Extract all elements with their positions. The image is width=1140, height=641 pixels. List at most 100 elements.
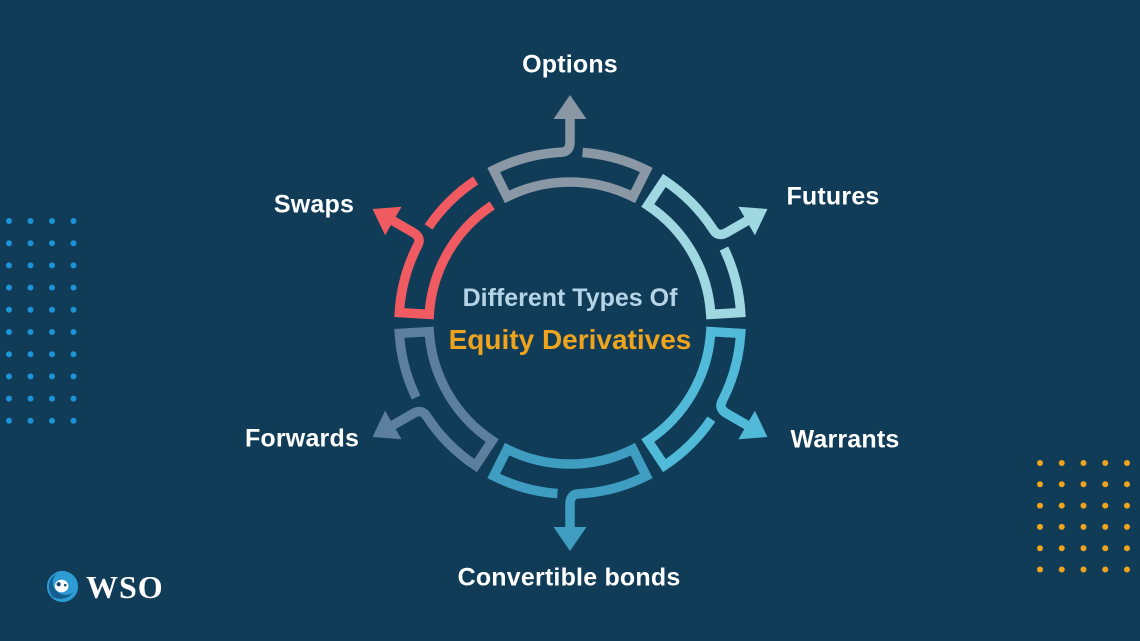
decorative-dot: [6, 329, 12, 335]
diagram-title: Different Types Of Equity Derivatives: [449, 284, 692, 356]
decorative-dot: [49, 417, 55, 424]
decorative-dot: [1037, 481, 1043, 488]
decorative-dot: [1124, 502, 1130, 509]
segment-label-options: Options: [522, 50, 618, 79]
decorative-dot: [1037, 566, 1043, 573]
decorative-dot: [49, 240, 55, 247]
arrow-head-icon: [553, 527, 587, 551]
decorative-dot: [1080, 566, 1087, 573]
decorative-dot: [27, 395, 34, 402]
segment-arc: [388, 176, 495, 320]
decorative-dot: [27, 262, 34, 269]
decorative-dot: [70, 351, 77, 358]
decorative-dot: [27, 329, 34, 335]
decorative-dot: [1037, 545, 1043, 552]
segment-convertible-bonds: [487, 442, 653, 551]
decorative-dot: [1080, 545, 1087, 552]
segment-label-warrants: Warrants: [790, 425, 900, 454]
decorative-dot: [49, 218, 55, 224]
diagram-title-line2: Equity Derivatives: [448, 324, 692, 355]
decorative-dot: [1124, 566, 1130, 573]
segment-arc: [641, 173, 752, 320]
decorative-dot: [27, 373, 34, 380]
decorative-dot: [1102, 460, 1109, 466]
decorative-dot: [70, 218, 77, 224]
left-dots-pattern: [6, 218, 77, 424]
decorative-dot: [1102, 502, 1109, 509]
wso-logo-text: WSO: [86, 568, 164, 605]
arrow-head-icon: [738, 410, 768, 440]
decorative-dot: [1102, 481, 1109, 488]
decorative-dot: [6, 373, 12, 380]
segment-arc: [388, 326, 499, 473]
decorative-dot: [27, 306, 34, 313]
segment-label-forwards: Forwards: [244, 424, 360, 453]
decorative-dot: [6, 306, 12, 313]
decorative-dot: [49, 262, 55, 269]
segment-arc: [641, 326, 752, 473]
segment-warrants: [641, 326, 768, 473]
decorative-dot: [6, 240, 12, 247]
decorative-dot: [70, 373, 77, 380]
decorative-dot: [1058, 460, 1065, 466]
decorative-dot: [49, 351, 55, 358]
decorative-dot: [1037, 523, 1043, 530]
wso-logo: WSO: [46, 570, 164, 603]
segment-label-futures: Futures: [786, 182, 880, 211]
decorative-dot: [70, 262, 77, 269]
decorative-dot: [27, 417, 34, 424]
wso-monkey-icon: [46, 570, 79, 603]
decorative-dot: [1102, 566, 1109, 573]
decorative-dot: [49, 395, 55, 402]
decorative-dot: [1124, 545, 1130, 552]
segment-futures: [641, 173, 768, 320]
decorative-dot: [1058, 481, 1065, 488]
decorative-dot: [6, 417, 12, 424]
decorative-dot: [49, 306, 55, 313]
decorative-dot: [1080, 502, 1087, 509]
decorative-dot: [1058, 523, 1065, 530]
decorative-dot: [49, 329, 55, 335]
decorative-dot: [27, 351, 34, 358]
decorative-dot: [27, 284, 34, 291]
decorative-dot: [70, 284, 77, 291]
decorative-dot: [1124, 460, 1130, 466]
arrow-head-icon: [553, 95, 587, 119]
decorative-dot: [1037, 502, 1043, 509]
decorative-dot: [70, 329, 77, 335]
segment-forwards: [372, 326, 499, 473]
decorative-dot: [1124, 523, 1130, 530]
arrow-head-icon: [372, 410, 402, 440]
decorative-dot: [27, 240, 34, 247]
decorative-dot: [1058, 502, 1065, 509]
segment-label-swaps: Swaps: [273, 190, 355, 219]
segment-label-convertible-bonds: Convertible bonds: [457, 563, 681, 592]
decorative-dot: [1037, 460, 1043, 466]
decorative-dot: [1124, 481, 1130, 488]
diagram-title-line1: Different Types Of: [462, 284, 678, 312]
decorative-dot: [1102, 523, 1109, 530]
segment-options: [487, 95, 653, 204]
decorative-dot: [1080, 460, 1087, 466]
decorative-dot: [27, 218, 34, 224]
decorative-dot: [49, 284, 55, 291]
arrow-head-icon: [738, 206, 768, 236]
decorative-dot: [6, 351, 12, 358]
decorative-dot: [6, 218, 12, 224]
decorative-dot: [70, 395, 77, 402]
decorative-dot: [6, 284, 12, 291]
arrow-head-icon: [372, 206, 402, 236]
decorative-dot: [1058, 566, 1065, 573]
right-dots-pattern: [1037, 460, 1130, 573]
decorative-dot: [1080, 523, 1087, 530]
decorative-dot: [70, 417, 77, 424]
decorative-dot: [49, 373, 55, 380]
segment-swaps: [372, 176, 495, 320]
decorative-dot: [6, 262, 12, 269]
decorative-dot: [70, 240, 77, 247]
decorative-dot: [6, 395, 12, 402]
segment-arc: [487, 442, 653, 530]
decorative-dot: [70, 306, 77, 313]
